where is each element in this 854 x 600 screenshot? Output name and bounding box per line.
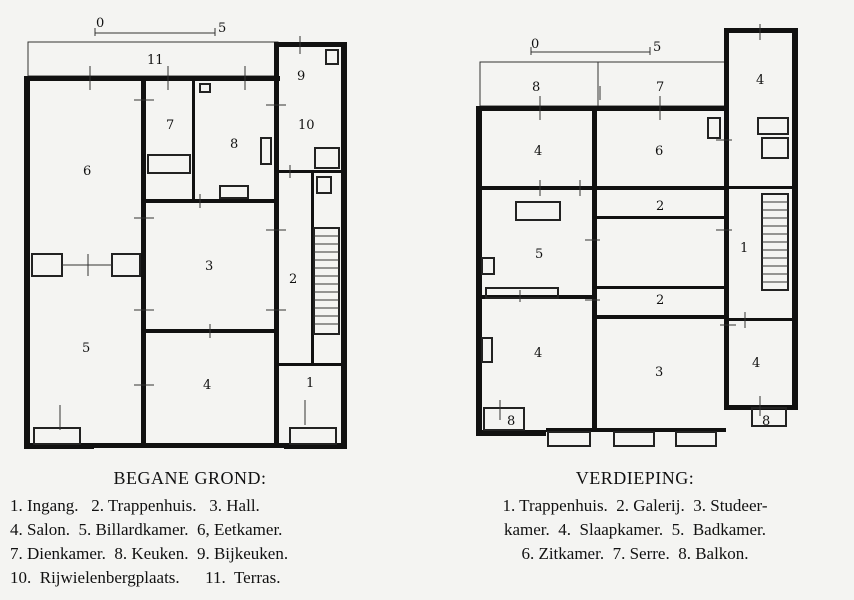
ground-room-4: 4 <box>203 378 211 393</box>
upper-room-4c: 4 <box>756 73 764 88</box>
ground-room-10: 10 <box>298 118 315 133</box>
legend-line: 7. Dienkamer. 8. Keuken. 9. Bijkeuken. <box>10 544 289 563</box>
legend-line: 4. Salon. 5. Billardkamer. 6, Eetkamer. <box>10 520 283 539</box>
ground-window-marks <box>59 36 306 430</box>
ground-floor-legend: BEGANE GROND: 1. Ingang. 2. Trappenhuis.… <box>10 466 370 590</box>
upper-balcony-top <box>479 61 727 107</box>
ground-floor-plan: 0 5 <box>24 16 347 449</box>
scale-end-label: 5 <box>218 21 226 36</box>
legend-line: 6. Zitkamer. 7. Serre. 8. Balkon. <box>521 544 749 563</box>
scale-start-label: 0 <box>96 16 104 31</box>
ground-room-2: 2 <box>289 272 297 287</box>
upper-room-4d: 4 <box>752 356 760 371</box>
upper-room-2b: 2 <box>656 293 664 308</box>
scale-bar-right: 0 5 <box>530 37 661 55</box>
ground-room-11: 11 <box>147 53 164 68</box>
upper-floor-legend: VERDIEPING: 1. Trappenhuis. 2. Galerij. … <box>455 466 815 566</box>
upper-floor-plan: 0 5 <box>476 24 798 447</box>
scale-bar-left: 0 5 <box>94 16 226 36</box>
ground-room-1: 1 <box>306 376 314 391</box>
scale-start-label-right: 0 <box>531 37 539 52</box>
ground-floor-title: BEGANE GROND: <box>113 468 267 488</box>
ground-room-9: 9 <box>297 69 305 84</box>
upper-room-4b: 4 <box>534 346 542 361</box>
upper-stair <box>761 193 789 291</box>
scale-end-label-right: 5 <box>653 40 661 55</box>
upper-room-8a: 8 <box>532 80 540 95</box>
upper-room-5: 5 <box>535 247 543 262</box>
upper-room-4a: 4 <box>534 144 542 159</box>
upper-room-1: 1 <box>740 241 748 256</box>
upper-room-8c: 8 <box>762 414 770 429</box>
upper-room-8b: 8 <box>507 414 515 429</box>
ground-room-7: 7 <box>166 118 174 133</box>
legend-line: 10. Rijwielenbergplaats. 11. Terras. <box>10 568 281 587</box>
ground-room-5: 5 <box>82 341 90 356</box>
upper-room-6: 6 <box>655 144 663 159</box>
ground-room-3: 3 <box>205 259 213 274</box>
upper-window-marks <box>499 24 761 420</box>
legend-line: kamer. 4. Slaapkamer. 5. Badkamer. <box>503 520 766 539</box>
upper-floor-title: VERDIEPING: <box>575 468 695 488</box>
ground-room-8: 8 <box>230 137 238 152</box>
upper-room-7: 7 <box>656 80 664 95</box>
ground-stair <box>313 227 340 335</box>
ground-room-6: 6 <box>83 164 91 179</box>
upper-room-3: 3 <box>655 365 663 380</box>
upper-room-2a: 2 <box>656 199 664 214</box>
legend-line: 1. Ingang. 2. Trappenhuis. 3. Hall. <box>10 496 260 515</box>
legend-line: 1. Trappenhuis. 2. Galerij. 3. Studeer- <box>502 496 768 515</box>
